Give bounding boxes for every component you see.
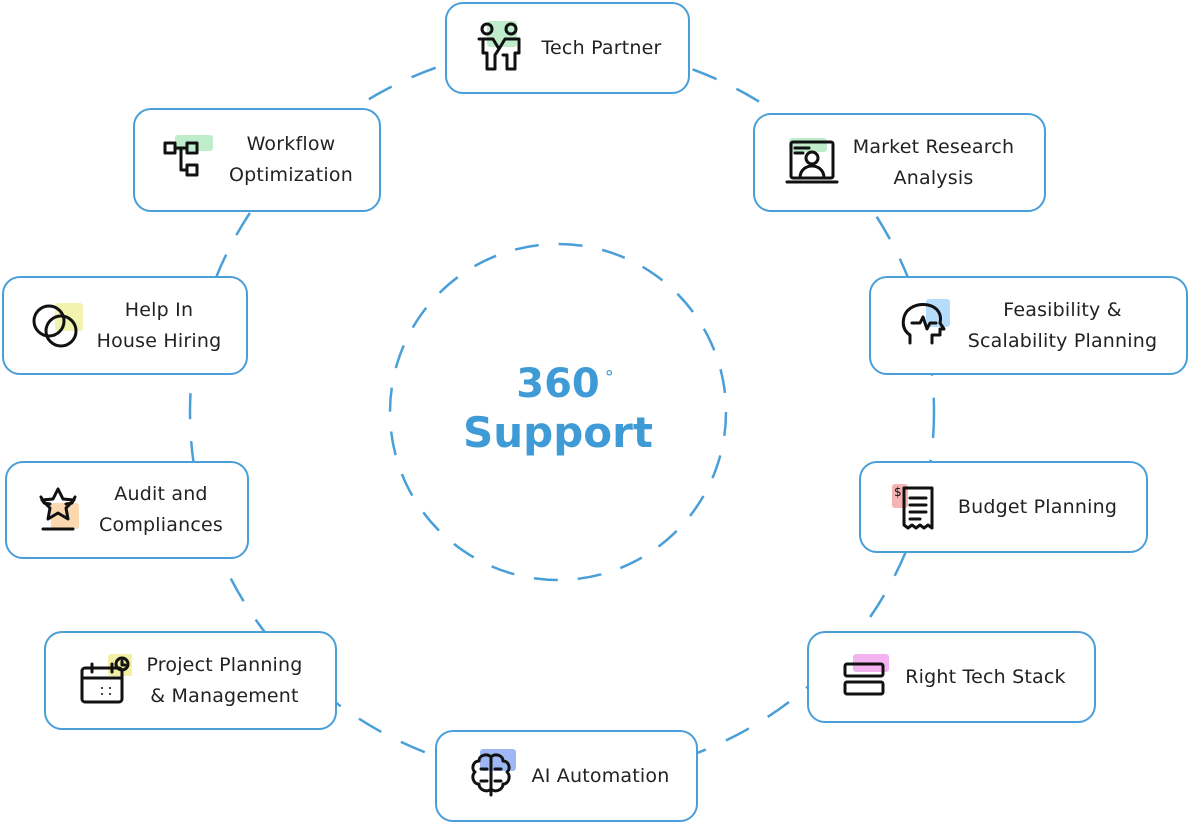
node-label: Budget Planning	[957, 495, 1118, 518]
node-label: Tech Partner	[541, 36, 662, 59]
rings-icon	[29, 299, 83, 353]
brain-head-icon	[900, 298, 954, 353]
brain-icon	[464, 749, 518, 803]
node-label: Help In House Hiring	[96, 298, 222, 352]
partners-icon	[473, 21, 527, 75]
center-dashed-circle	[388, 242, 728, 582]
node-budget: $ Budget Planning	[859, 461, 1148, 553]
node-feasibility: Feasibility & Scalability Planning	[869, 276, 1188, 375]
receipt-icon: $	[890, 480, 944, 534]
node-hiring: Help In House Hiring	[2, 276, 248, 375]
degree-symbol: °	[604, 367, 614, 388]
stack-icon	[837, 650, 891, 704]
flowchart-icon	[161, 133, 215, 187]
center-number: 360	[516, 361, 600, 407]
svg-text:$: $	[894, 485, 902, 499]
node-tech-stack: Right Tech Stack	[807, 631, 1096, 723]
node-label: Audit and Compliances	[99, 483, 223, 536]
presenter-screen-icon	[785, 136, 839, 190]
node-workflow: Workflow Optimization	[133, 108, 381, 212]
node-label: AI Automation	[531, 764, 670, 787]
node-tech-partner: Tech Partner	[445, 2, 690, 94]
node-label: Project Planning & Management	[146, 653, 303, 707]
node-label: Market Research Analysis	[852, 135, 1015, 189]
node-ai-automation: AI Automation	[435, 730, 698, 822]
center-title: 360° Support	[390, 360, 726, 458]
node-project-planning: Project Planning & Management	[44, 631, 337, 730]
node-label: Right Tech Stack	[905, 665, 1066, 688]
center-label: Support	[463, 408, 653, 457]
node-audit: Audit and Compliances	[5, 461, 249, 559]
node-label: Feasibility & Scalability Planning	[967, 298, 1158, 352]
node-market-research: Market Research Analysis	[753, 113, 1046, 212]
node-label: Workflow Optimization	[229, 133, 353, 186]
calendar-clock-icon	[78, 653, 133, 708]
stars-icon	[31, 483, 85, 537]
